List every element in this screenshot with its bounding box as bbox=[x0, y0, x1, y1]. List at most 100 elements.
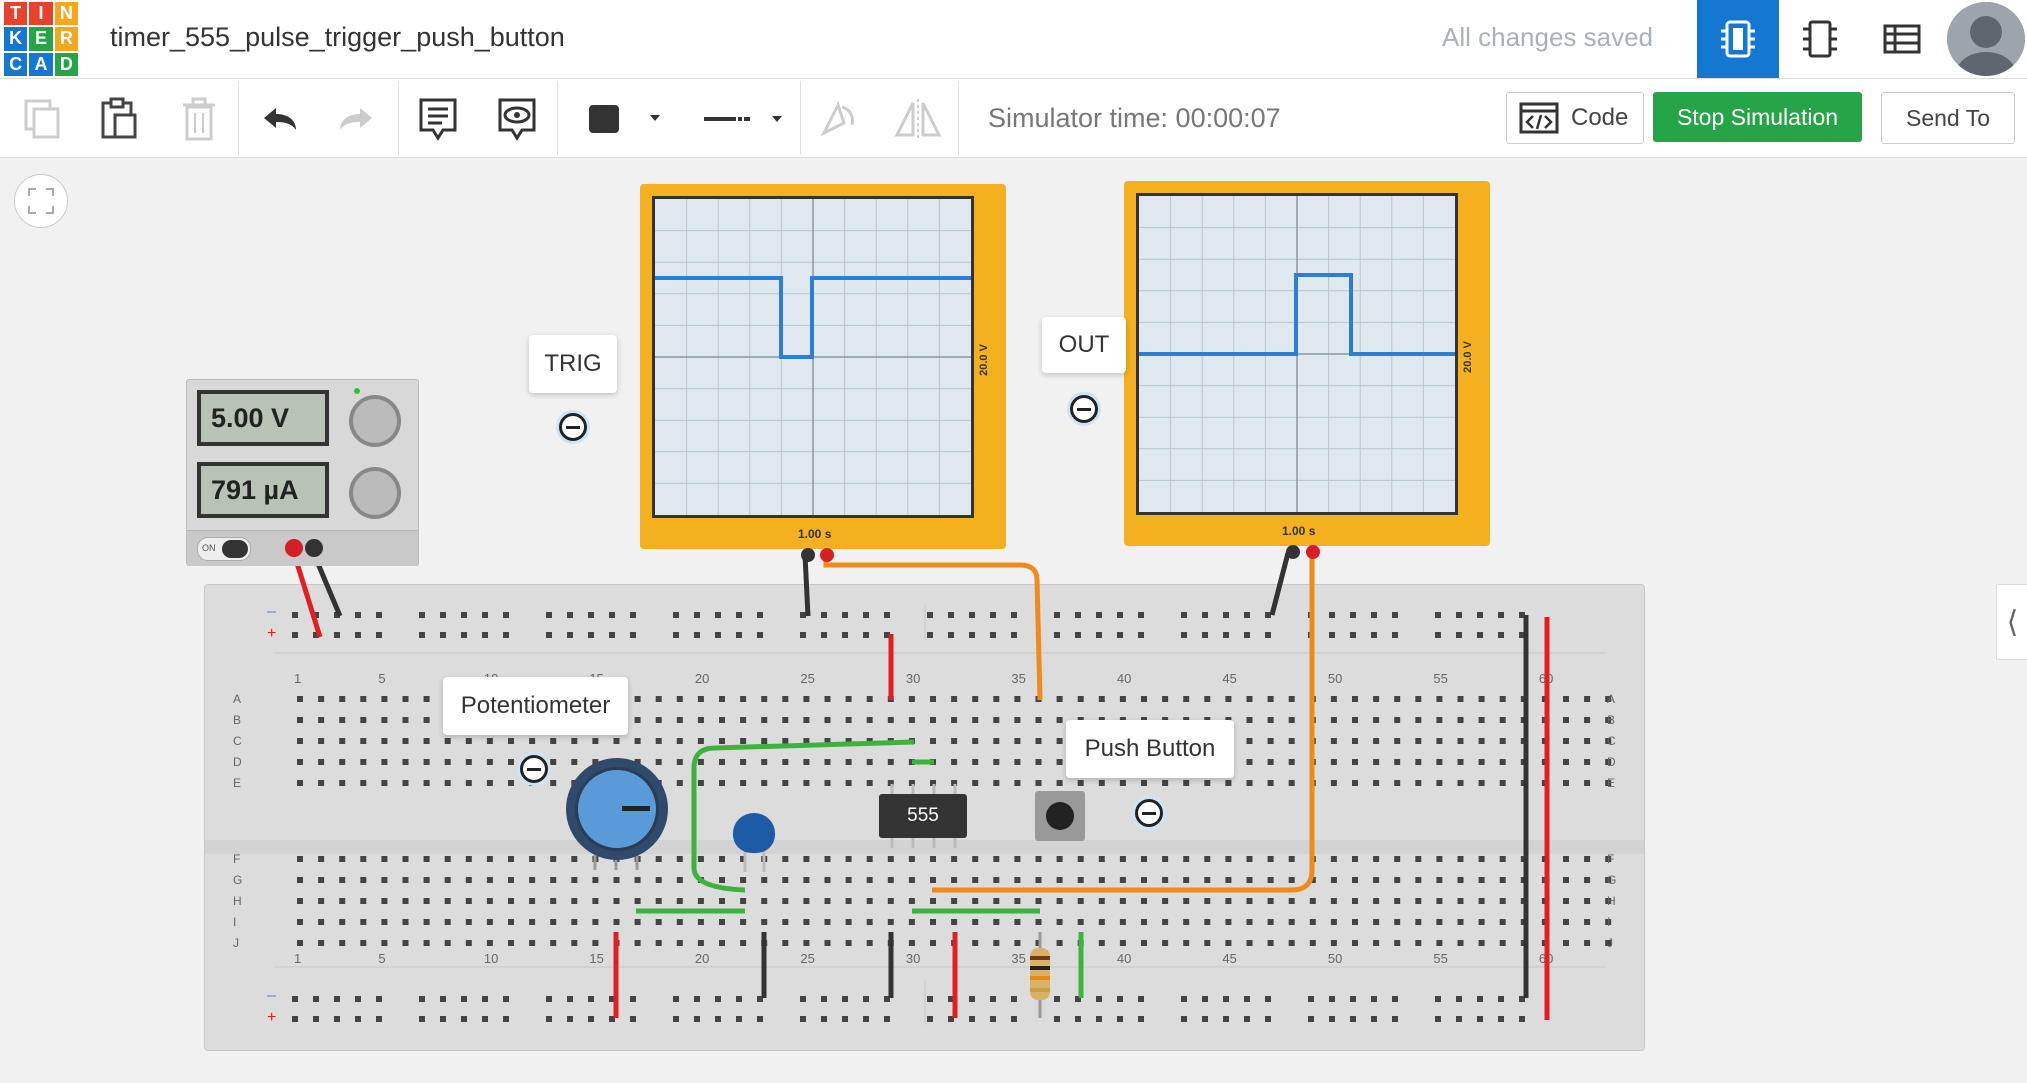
wire-orange[interactable] bbox=[932, 555, 1315, 893]
breadboard-row-letter: I bbox=[233, 915, 237, 929]
scope-time-scale: 1.00 s bbox=[1282, 524, 1316, 538]
capacitor[interactable] bbox=[733, 813, 775, 853]
status-led-icon bbox=[354, 388, 360, 394]
push-button-component[interactable] bbox=[1035, 791, 1085, 841]
fit-view-button[interactable] bbox=[14, 174, 68, 228]
breadboard-column-number: 5 bbox=[378, 671, 386, 686]
resistor[interactable] bbox=[1030, 948, 1050, 1000]
logo-letter: E bbox=[29, 27, 53, 51]
delete-button[interactable] bbox=[171, 93, 227, 145]
chip-icon bbox=[1803, 20, 1837, 58]
push-button-cap[interactable] bbox=[1046, 802, 1074, 830]
trig-label-tooltip[interactable]: TRIG bbox=[529, 335, 617, 393]
breadboard-row-letter: H bbox=[1607, 894, 1616, 908]
chip-label: 555 bbox=[907, 805, 939, 826]
out-label-tooltip[interactable]: OUT bbox=[1042, 317, 1126, 373]
trig-waveform bbox=[655, 276, 971, 359]
logo-letter: T bbox=[4, 2, 28, 26]
toolbar-divider bbox=[238, 81, 239, 155]
psu-voltage-display: 5.00 V bbox=[197, 390, 329, 446]
negative-terminal[interactable] bbox=[305, 539, 323, 557]
scope-probe-negative[interactable] bbox=[1286, 545, 1300, 559]
breadboard-column-number: 15 bbox=[589, 951, 604, 966]
wire-green[interactable] bbox=[691, 739, 915, 893]
breadboard-row-letter: G bbox=[233, 873, 243, 887]
breadboard-row-letter: B bbox=[233, 713, 242, 727]
toolbar-divider bbox=[398, 81, 399, 155]
power-switch[interactable]: ON bbox=[197, 537, 251, 561]
notes-button[interactable] bbox=[410, 93, 466, 145]
circuit-view-button[interactable] bbox=[1697, 0, 1779, 78]
color-swatch-icon bbox=[589, 105, 660, 133]
undo-button[interactable] bbox=[252, 93, 308, 145]
oscilloscope-screen bbox=[1136, 193, 1458, 515]
potentiometer-knob[interactable] bbox=[575, 767, 659, 851]
flip-button[interactable] bbox=[890, 93, 946, 145]
user-avatar-icon[interactable] bbox=[1947, 2, 2025, 76]
notes-icon bbox=[419, 98, 457, 141]
notes-visibility-icon bbox=[498, 98, 536, 141]
oscilloscope-trig[interactable]: 20.0 V 1.00 s bbox=[640, 184, 1006, 562]
paste-button[interactable] bbox=[91, 93, 147, 145]
scope-vertical-scale: 20.0 V bbox=[977, 344, 990, 376]
send-to-button[interactable]: Send To bbox=[1881, 92, 2015, 144]
line-style-button[interactable] bbox=[685, 93, 795, 145]
breadboard-column-number: 25 bbox=[800, 951, 815, 966]
breadboard-row-letter: F bbox=[233, 852, 241, 866]
collapse-potentiometer-note-button[interactable] bbox=[517, 752, 551, 786]
toolbar: Simulator time: 00:00:07 Code Stop Simul… bbox=[0, 79, 2027, 158]
stop-simulation-button[interactable]: Stop Simulation bbox=[1653, 92, 1862, 142]
code-button-label: Code bbox=[1571, 104, 1629, 131]
breadboard-row-letter: D bbox=[1607, 755, 1616, 769]
push-button-label-tooltip[interactable]: Push Button bbox=[1066, 720, 1234, 778]
scope-probe-positive[interactable] bbox=[1306, 545, 1320, 559]
potentiometer[interactable] bbox=[566, 758, 668, 860]
breadboard-row-letter: C bbox=[233, 734, 242, 748]
scope-probe-negative[interactable] bbox=[801, 548, 815, 562]
collapse-out-note-button[interactable] bbox=[1067, 392, 1101, 426]
rotate-icon bbox=[820, 101, 854, 137]
wire-orange[interactable] bbox=[823, 558, 1043, 701]
collapse-trig-note-button[interactable] bbox=[556, 410, 590, 444]
psu-knobs bbox=[349, 388, 401, 519]
breadboard-column-number: 20 bbox=[694, 671, 710, 686]
code-icon bbox=[1519, 102, 1559, 134]
component-list-view-button[interactable] bbox=[1861, 0, 1943, 78]
breadboard-row-letter: H bbox=[233, 894, 242, 908]
breadboard-row-letter: E bbox=[233, 776, 242, 790]
oscilloscope-out[interactable]: 20.0 V 1.00 s bbox=[1124, 181, 1490, 559]
color-picker-button[interactable] bbox=[570, 93, 670, 145]
breadboard-column-number: 10 bbox=[483, 951, 499, 966]
wire-black[interactable] bbox=[802, 554, 811, 617]
collapse-push-button-note-button[interactable] bbox=[1132, 796, 1166, 830]
rail-minus-top: – bbox=[267, 603, 276, 620]
breadboard-column-number: 25 bbox=[800, 671, 815, 686]
save-status: All changes saved bbox=[1442, 22, 1654, 52]
breadboard-row-letter: D bbox=[233, 755, 242, 769]
scope-probe-positive[interactable] bbox=[820, 548, 834, 562]
notes-visibility-button[interactable] bbox=[489, 93, 545, 145]
project-title[interactable]: timer_555_pulse_trigger_push_button bbox=[110, 22, 565, 52]
potentiometer-label-tooltip[interactable]: Potentiometer bbox=[443, 677, 628, 735]
resistor-bands bbox=[1030, 956, 1050, 992]
breadboard-column-number: 1 bbox=[294, 951, 302, 966]
breadboard-column-number: 5 bbox=[378, 951, 386, 966]
redo-button[interactable] bbox=[328, 93, 384, 145]
logo-letter: D bbox=[54, 52, 78, 76]
breadboard-row-letter: A bbox=[233, 692, 242, 706]
scope-vertical-scale: 20.0 V bbox=[1461, 341, 1474, 373]
toolbar-divider bbox=[958, 81, 959, 155]
positive-terminal[interactable] bbox=[285, 539, 303, 557]
side-panel-toggle[interactable]: ⟨ bbox=[1996, 584, 2027, 660]
code-button[interactable]: Code bbox=[1506, 92, 1644, 144]
breadboard-column-number: 45 bbox=[1222, 671, 1237, 686]
breadboard-row-letter: G bbox=[1607, 873, 1617, 887]
copy-button[interactable] bbox=[14, 93, 70, 145]
rail-plus-bottom: + bbox=[267, 1009, 277, 1026]
timer-555-chip[interactable]: 555 bbox=[879, 794, 967, 838]
power-supply[interactable]: 5.00 V 791 µA ON bbox=[186, 379, 419, 566]
wire-black[interactable] bbox=[1269, 552, 1291, 616]
schematic-view-button[interactable] bbox=[1779, 0, 1861, 78]
rotate-button[interactable] bbox=[810, 93, 866, 145]
